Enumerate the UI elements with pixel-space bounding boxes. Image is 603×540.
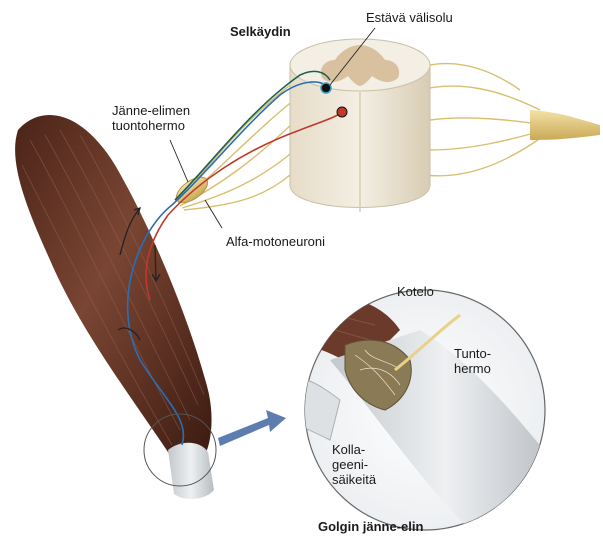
- label-golgi-tendon-organ: Golgin jänne-elin: [318, 519, 423, 534]
- nerve-trunk-right: [530, 110, 600, 140]
- inhibitory-interneuron-cell: [321, 83, 331, 93]
- label-tendon-organ-afferent: Jänne-elimen tuontohermo: [112, 103, 190, 133]
- label-sensory-nerve: Tunto- hermo: [454, 346, 491, 376]
- label-capsule: Kotelo: [397, 284, 434, 299]
- label-inhibitory-interneuron: Estävä välisolu: [366, 10, 453, 25]
- label-spinal-cord: Selkäydin: [230, 24, 291, 39]
- alpha-motoneuron-cell: [337, 107, 347, 117]
- zoom-arrow: [218, 410, 286, 446]
- muscle-tendon: [168, 443, 214, 499]
- label-alpha-motoneuron: Alfa-motoneuroni: [226, 234, 325, 249]
- golgi-zoom-view: [270, 290, 560, 530]
- label-collagen-fibers: Kolla- geeni- säikeitä: [332, 442, 376, 487]
